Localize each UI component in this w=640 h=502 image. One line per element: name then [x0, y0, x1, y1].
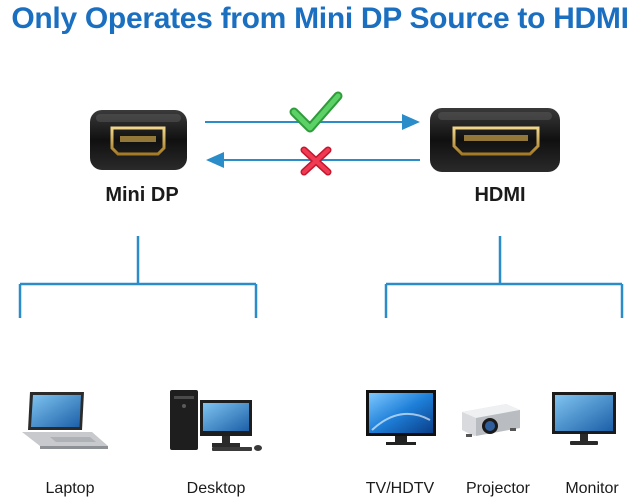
left-branch-lines — [18, 236, 258, 318]
page-title: Only Operates from Mini DP Source to HDM… — [11, 2, 629, 35]
monitor-icon — [552, 392, 616, 445]
right-branch-lines — [384, 236, 624, 318]
hdmi-label: HDMI — [474, 184, 526, 206]
desktop-icon — [170, 390, 262, 451]
mini-dp-connector — [90, 110, 187, 170]
desktop-label: Desktop — [186, 480, 246, 497]
laptop-label: Laptop — [45, 480, 95, 497]
cross-icon — [300, 146, 332, 176]
monitor-label: Monitor — [565, 480, 619, 497]
laptop-icon — [22, 392, 108, 449]
check-icon — [289, 91, 343, 133]
projector-label: Projector — [465, 480, 531, 497]
mini-dp-label: Mini DP — [105, 184, 179, 206]
tv-icon — [366, 390, 436, 445]
hdmi-connector — [430, 108, 560, 172]
tv-label: TV/HDTV — [365, 480, 435, 497]
projector-icon — [462, 404, 520, 437]
